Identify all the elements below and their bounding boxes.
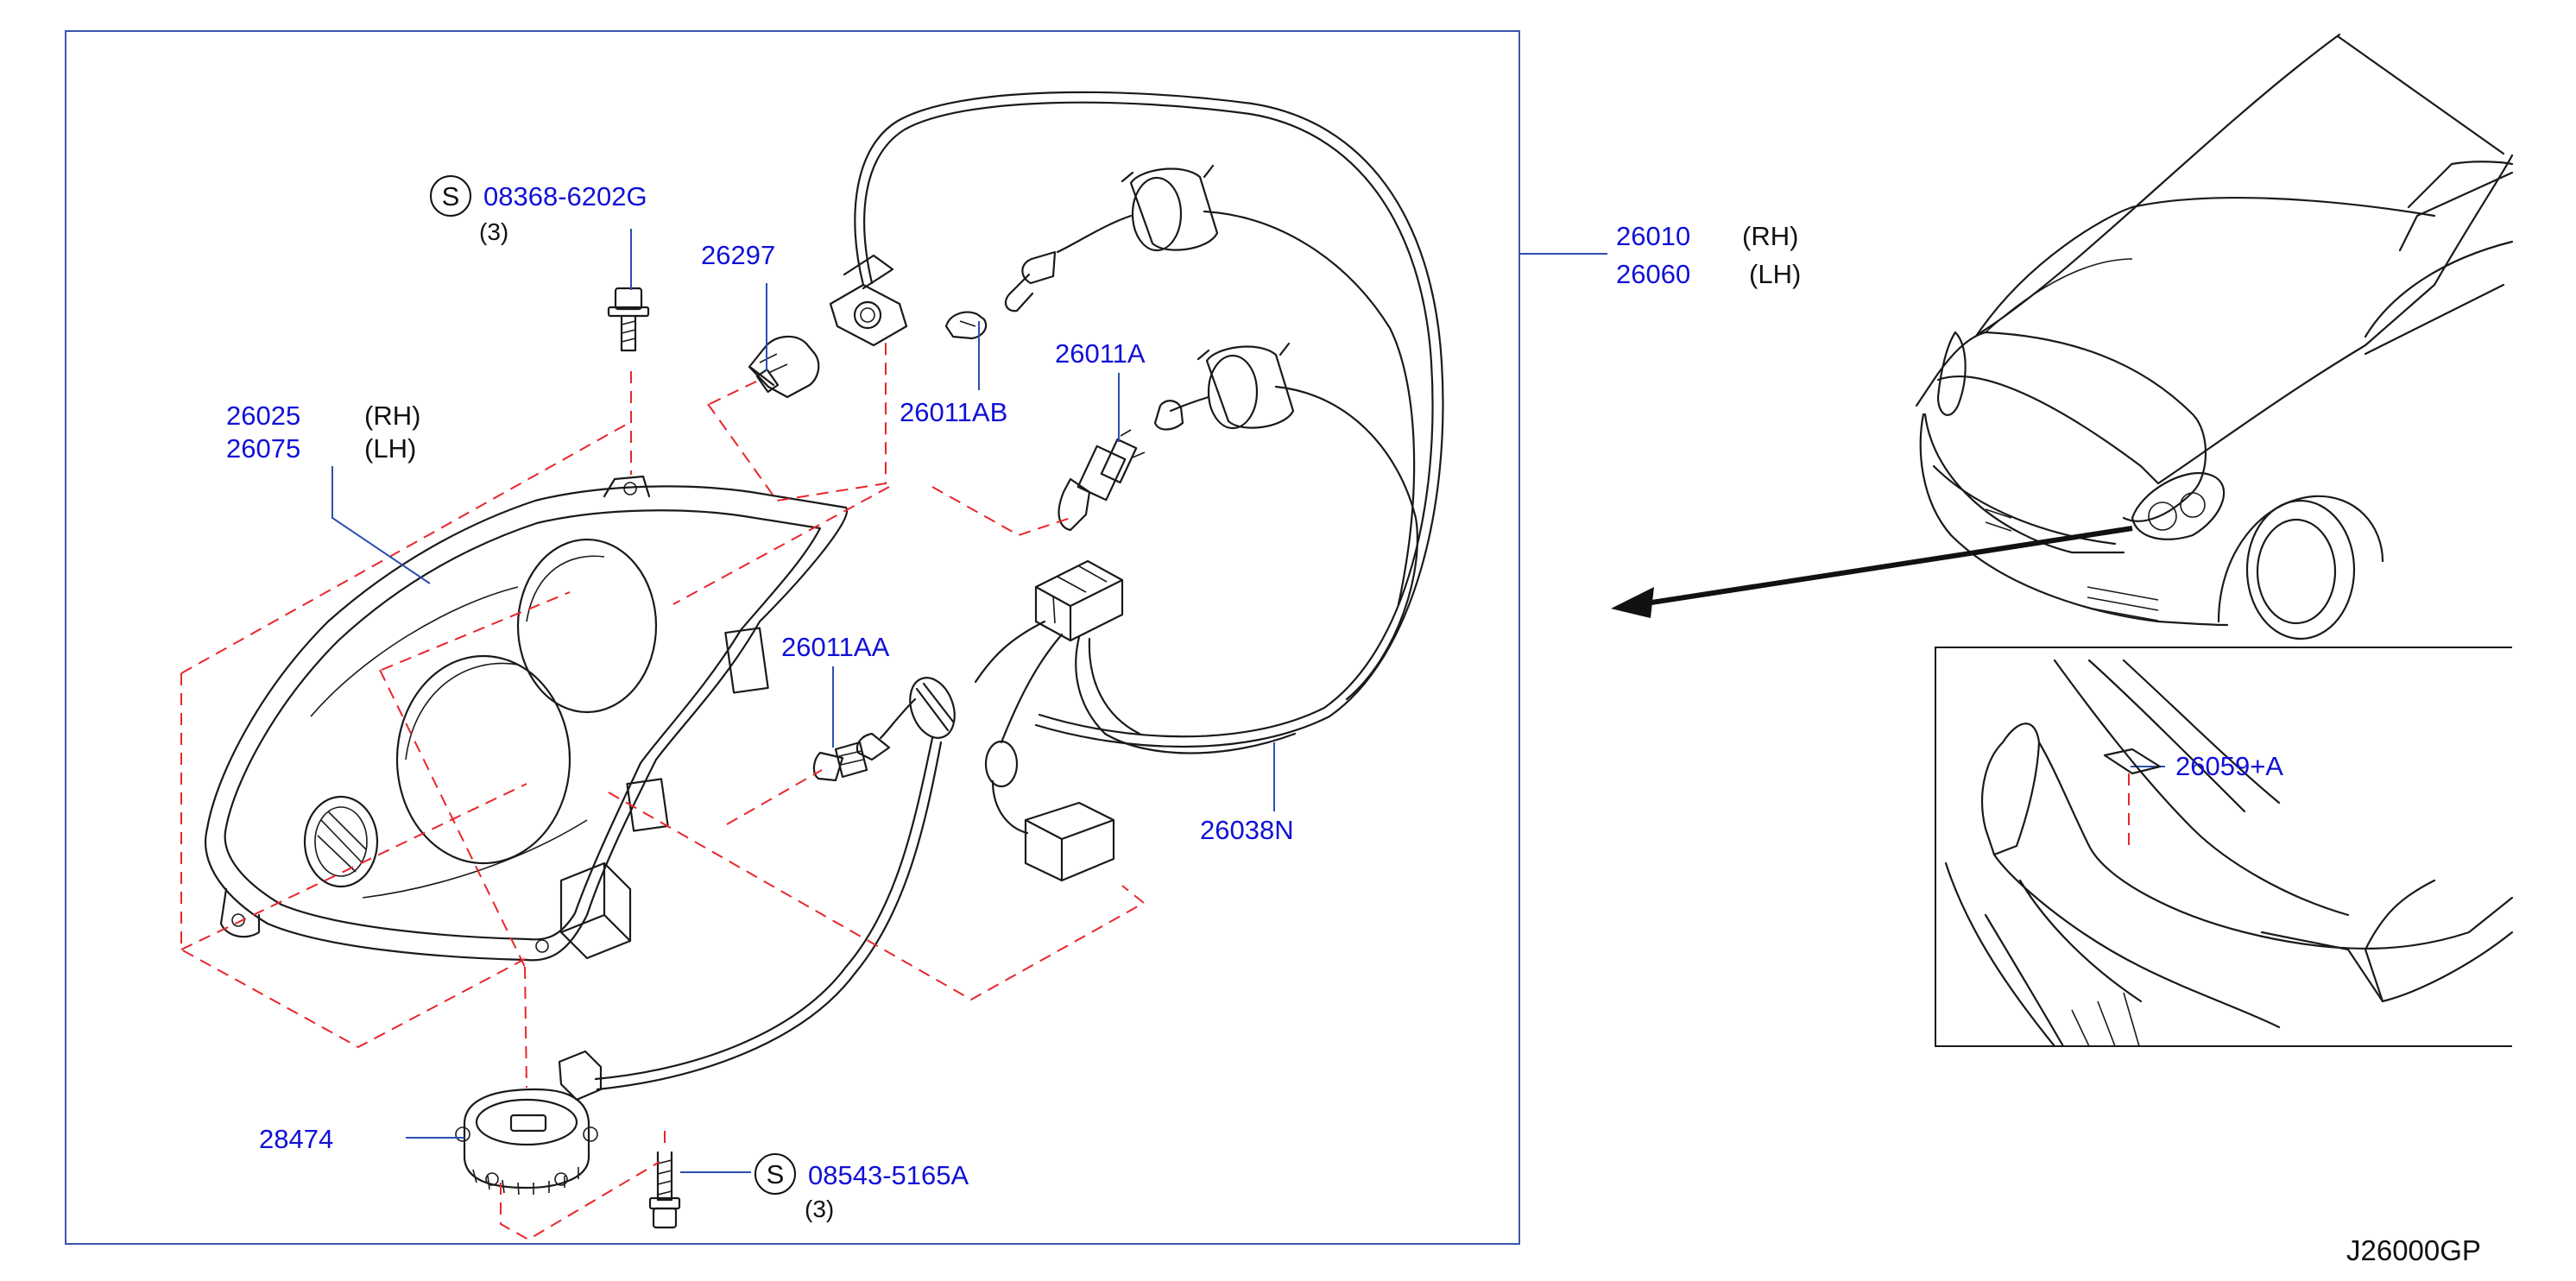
bolt-top-qty: (3)	[479, 218, 508, 245]
callout-26025-26075: 26025 (RH) 26075 (LH)	[226, 401, 420, 464]
housing-rh-side: (RH)	[364, 401, 420, 431]
assembly-guide-lines	[180, 335, 1146, 1241]
assy-rh-side: (RH)	[1742, 221, 1798, 251]
part-number-26025[interactable]: 26025	[226, 401, 300, 431]
callout-26010-26060: 26010 (RH) 26060 (LH)	[1616, 221, 1801, 289]
part-number-26075[interactable]: 26075	[226, 433, 300, 464]
callout-08543: S 08543-5165A (3)	[754, 1153, 969, 1222]
part-number-26011AA[interactable]: 26011AA	[781, 632, 890, 662]
leader-lines	[331, 229, 2165, 1173]
bolt-08543-illustration	[648, 1151, 681, 1229]
part-number-26038N[interactable]: 26038N	[1200, 815, 1294, 845]
part-number-28474[interactable]: 28474	[259, 1124, 333, 1154]
inset-detail-box	[1935, 647, 2514, 1048]
headlamp-housing-illustration	[205, 475, 849, 962]
standard-part-symbol: S	[442, 181, 460, 211]
diagram-reference-code: J26000GP	[2346, 1234, 2481, 1266]
part-number-26059A[interactable]: 26059+A	[2175, 751, 2283, 781]
assy-lh-side: (LH)	[1749, 259, 1801, 289]
bulb-26011AB-illustration	[944, 311, 988, 340]
part-number-26010[interactable]: 26010	[1616, 221, 1690, 251]
part-number-26011A[interactable]: 26011A	[1055, 338, 1146, 369]
ballast-28474-illustration	[455, 1088, 598, 1196]
vehicle-front-illustration	[1915, 33, 2514, 640]
part-number-26011AB[interactable]: 26011AB	[900, 397, 1007, 427]
part-number-08368-6202G[interactable]: 08368-6202G	[483, 181, 647, 211]
bolt-bottom-qty: (3)	[805, 1196, 834, 1222]
part-number-26060[interactable]: 26060	[1616, 259, 1690, 289]
part-number-08543-5165A[interactable]: 08543-5165A	[808, 1160, 969, 1190]
bulb-26297-illustration	[748, 254, 908, 399]
callout-08368: S 08368-6202G (3)	[430, 175, 647, 245]
bolt-08368-illustration	[607, 287, 650, 352]
location-arrow	[1611, 526, 2133, 618]
part-number-26297[interactable]: 26297	[701, 240, 775, 270]
standard-part-symbol: S	[767, 1159, 785, 1190]
harness-26038N-illustration	[558, 91, 1444, 1101]
main-diagram-frame	[65, 30, 1520, 1245]
housing-lh-side: (LH)	[364, 433, 416, 464]
